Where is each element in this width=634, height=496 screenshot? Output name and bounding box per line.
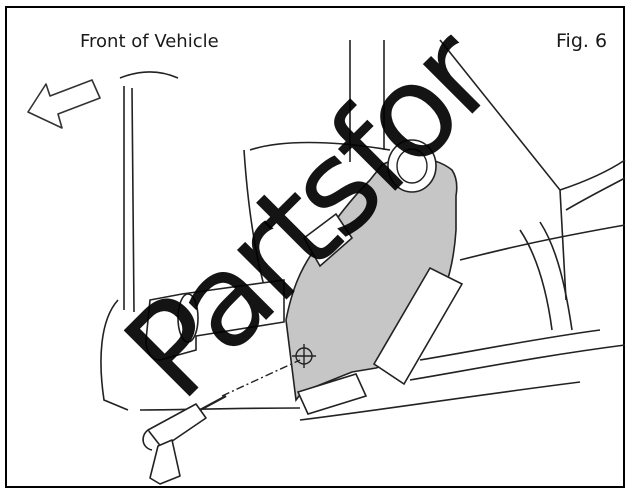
hitch-bar xyxy=(145,279,285,361)
mounting-bracket xyxy=(285,139,464,415)
drill-target-crosshair-icon xyxy=(292,344,316,368)
front-direction-arrow-icon xyxy=(27,79,101,129)
drill-path-line xyxy=(221,359,301,397)
figure-number-label: Fig. 6 xyxy=(556,30,608,52)
front-of-vehicle-label: Front of Vehicle xyxy=(80,31,219,52)
power-drill-icon xyxy=(142,394,227,485)
